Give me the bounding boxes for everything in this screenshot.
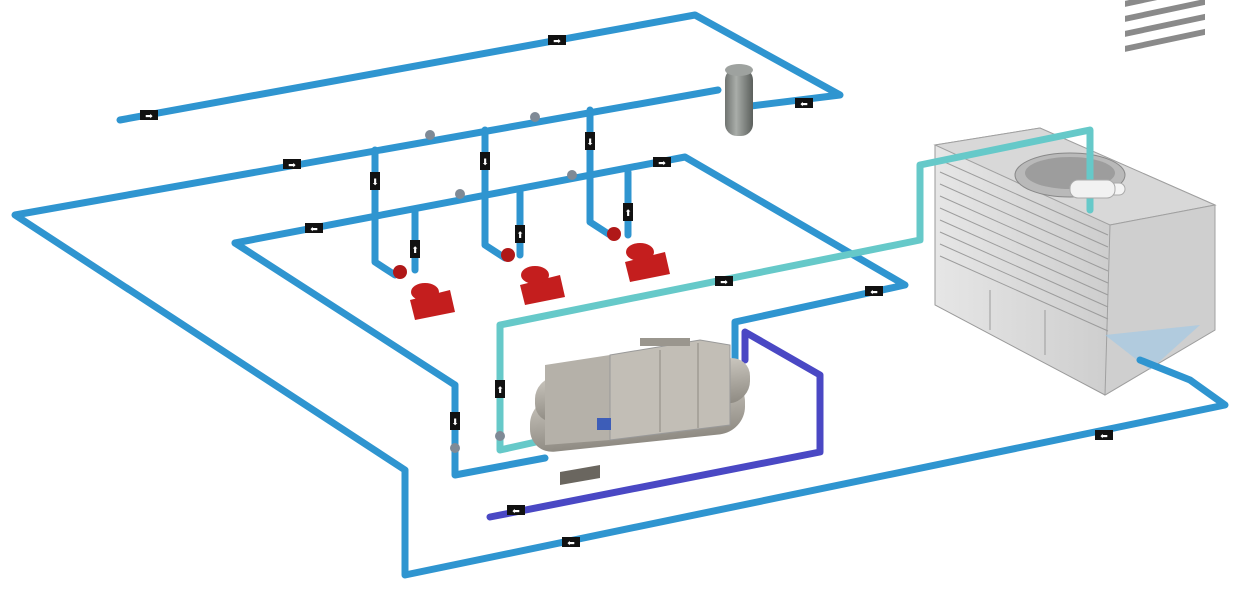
svg-text:⬅: ⬅ <box>800 100 808 110</box>
flow-direction-arrow-icon: ⬇ <box>480 152 490 170</box>
flow-direction-arrow-icon: ⬅ <box>865 286 883 298</box>
valve-icon <box>530 112 540 122</box>
flow-arrows: ➡ ➡ ⬅ ➡ ⬅ ➡ ➡ ⬅ ⬅ ⬅ ⬅ ⬇ ⬇ ⬇ ⬆ ⬆ ⬆ ⬇ ⬆ <box>140 35 1113 549</box>
valve-icon <box>567 170 577 180</box>
flow-direction-arrow-icon: ⬇ <box>585 132 595 150</box>
flow-direction-arrow-icon: ⬅ <box>305 223 323 235</box>
svg-text:⬇: ⬇ <box>481 158 489 168</box>
valve-icon <box>450 443 460 453</box>
svg-text:⬅: ⬅ <box>870 288 878 298</box>
pump-2 <box>501 248 565 305</box>
valve-icon <box>495 431 505 441</box>
flow-direction-arrow-icon: ⬆ <box>410 240 420 258</box>
svg-text:⬇: ⬇ <box>586 138 594 148</box>
svg-text:⬇: ⬇ <box>371 178 379 188</box>
svg-text:⬅: ⬅ <box>512 507 520 517</box>
flow-direction-arrow-icon: ⬆ <box>623 203 633 221</box>
flow-direction-arrow-icon: ⬆ <box>515 225 525 243</box>
valve-icon <box>425 130 435 140</box>
svg-text:➡: ➡ <box>553 37 561 47</box>
flow-direction-arrow-icon: ⬆ <box>495 380 505 398</box>
svg-text:⬅: ⬅ <box>567 539 575 549</box>
chilled-water-return-pipe <box>486 328 824 521</box>
chilled-water-supply-pipe <box>496 126 1094 454</box>
top-return-pipe <box>116 11 844 124</box>
secondary-loop-pipe <box>231 153 909 376</box>
svg-text:⬆: ⬆ <box>516 231 524 241</box>
svg-text:⬅: ⬅ <box>310 225 318 235</box>
svg-text:⬆: ⬆ <box>624 209 632 219</box>
flow-direction-arrow-icon: ➡ <box>140 110 158 122</box>
main-loop-pipe <box>11 86 1229 579</box>
flow-direction-arrow-icon: ➡ <box>715 276 733 288</box>
svg-text:➡: ➡ <box>288 161 296 171</box>
flow-direction-arrow-icon: ⬅ <box>507 505 525 517</box>
svg-text:⬅: ⬅ <box>1100 432 1108 442</box>
control-panel-icon <box>597 418 611 430</box>
flow-direction-arrow-icon: ⬅ <box>562 537 580 549</box>
flow-direction-arrow-icon: ➡ <box>548 35 566 47</box>
air-separator-tank <box>725 64 753 136</box>
svg-text:⬆: ⬆ <box>496 386 504 396</box>
pump-3 <box>607 227 670 282</box>
flow-direction-arrow-icon: ⬇ <box>370 172 380 190</box>
flow-direction-arrow-icon: ⬅ <box>795 98 813 110</box>
svg-text:⬇: ⬇ <box>451 418 459 428</box>
flow-direction-arrow-icon: ⬇ <box>450 412 460 430</box>
svg-text:➡: ➡ <box>658 159 666 169</box>
svg-text:➡: ➡ <box>720 278 728 288</box>
svg-text:⬆: ⬆ <box>411 246 419 256</box>
pump-1 <box>393 265 455 320</box>
flow-direction-arrow-icon: ➡ <box>283 159 301 171</box>
valve-icon <box>455 189 465 199</box>
flow-direction-arrow-icon: ⬅ <box>1095 430 1113 442</box>
flow-direction-arrow-icon: ➡ <box>653 157 671 169</box>
chiller <box>530 338 750 485</box>
svg-text:➡: ➡ <box>145 112 153 122</box>
